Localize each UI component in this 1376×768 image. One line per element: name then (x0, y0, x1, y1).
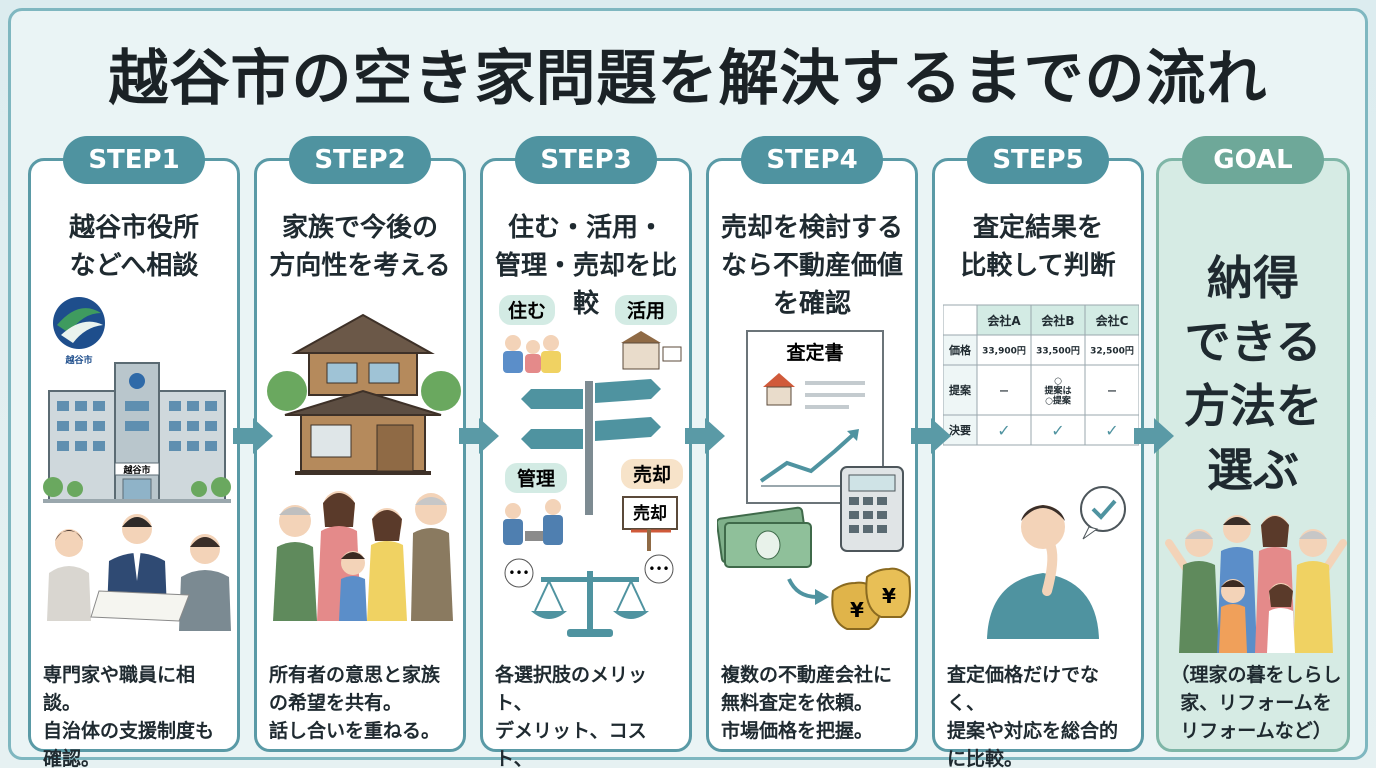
calculator-icon (840, 466, 904, 552)
table-cell: ○提案は○提案 (1044, 377, 1071, 407)
arrow-right-icon (459, 418, 499, 454)
table-cell: — (1108, 386, 1117, 396)
table-cell: 33,500円 (1036, 345, 1080, 356)
city-hall-consultation-illustration: 越谷市 越谷市 (43, 297, 231, 631)
table-cell: 33,900円 (982, 345, 1026, 356)
appraisal-illustration: 査定書 ¥ (717, 330, 911, 630)
table-cell: — (1000, 386, 1009, 396)
option-manage-badge: 管理 (505, 463, 567, 493)
svg-text:管理: 管理 (517, 467, 555, 490)
step5-description: 査定価格だけでなく、 提案や対応を総合的 に比較。 (947, 664, 1119, 768)
step4-heading: 売却を検討する なら不動産価値 を確認 (720, 213, 903, 319)
family-group-icon (273, 491, 453, 621)
japanese-house-icon (267, 313, 461, 475)
option-live-badge: 住む (499, 295, 555, 325)
table-cell: 32,500円 (1090, 345, 1134, 356)
cash-bills-icon (717, 506, 812, 568)
table-header-cell: 会社A (987, 313, 1021, 328)
page-title: 越谷市の空き家問題を解決するまでの流れ (108, 44, 1268, 114)
table-row-label: 決要 (949, 423, 971, 437)
step1-card: 越谷市役所 などへ相談 越谷市 越谷市 (28, 158, 240, 768)
signpost-icon (521, 379, 661, 515)
step2-card: 家族で今後の 方向性を考える 所有者の意思と家族 の希望を共有。 (254, 158, 466, 752)
table-header-cell: 会社B (1041, 313, 1074, 328)
speech-bubble-check-icon (1080, 486, 1126, 540)
step4-description: 複数の不動産会社に 無料査定を依頼。 市場価格を把握。 (721, 664, 893, 742)
arrow-to-money-icon (787, 578, 829, 605)
svg-text:越谷市: 越谷市 (64, 354, 92, 366)
svg-text:活用: 活用 (627, 299, 665, 322)
balance-scale-icon: ••• ••• (504, 554, 674, 637)
step4-label: STEP4 (741, 136, 883, 184)
table-cell: ✓ (997, 421, 1010, 440)
goal-card: 納得 できる 方法を 選ぶ （理家の暮をしらし 家、リフォームを リフォームなど… (1156, 158, 1350, 752)
arrow-right-icon (911, 418, 951, 454)
family-house-illustration (267, 313, 461, 621)
workers-icon (503, 499, 563, 545)
step5-card: 査定結果を 比較して判断 会社A 会社B 会社C 価格 33,900円 33,500円 32… (932, 158, 1144, 768)
happy-family-icon (1165, 515, 1347, 653)
step3-card: 住む・活用・ 管理・売却を比較 住む 活用 管理 (480, 158, 692, 768)
step2-heading: 家族で今後の 方向性を考える (269, 213, 451, 281)
step4-card: 売却を検討する なら不動産価値 を確認 査定書 (706, 158, 918, 752)
consultation-people-icon (47, 514, 231, 631)
yen-money-bags-icon: ¥ ¥ (831, 567, 911, 630)
for-sale-sign-icon: 売却 (622, 496, 678, 551)
table-cell: ✓ (1051, 421, 1064, 440)
table-row-label: 価格 (948, 343, 972, 357)
step3-heading: 住む・活用・ 管理・売却を比較 (494, 213, 677, 319)
arrow-right-icon (685, 418, 725, 454)
table-header-cell: 会社C (1096, 313, 1129, 328)
step5-label: STEP5 (967, 136, 1109, 184)
svg-text:¥: ¥ (882, 584, 896, 608)
table-cell: ✓ (1105, 421, 1118, 440)
svg-text:¥: ¥ (850, 598, 864, 622)
option-use-badge: 活用 (615, 295, 677, 325)
svg-text:売却: 売却 (633, 503, 667, 524)
family-small-icon (503, 335, 561, 373)
table-row-label: 提案 (949, 383, 972, 397)
step1-label: STEP1 (63, 136, 205, 184)
city-emblem-icon: 越谷市 (53, 297, 105, 366)
svg-text:売却: 売却 (633, 463, 671, 486)
goal-description: （理家の暮をしらし 家、リフォームを リフォームなど） (1170, 664, 1342, 742)
step5-heading: 査定結果を 比較して判断 (960, 213, 1116, 281)
step1-description: 専門家や職員に相談。 自治体の支援制度も 確認。 (43, 664, 215, 768)
city-hall-building-icon: 越谷市 (43, 362, 231, 503)
arrow-right-icon (233, 418, 273, 454)
goal-label: GOAL (1182, 136, 1324, 184)
shop-building-icon (621, 331, 682, 370)
options-comparison-illustration: 住む 活用 管理 売却 (499, 295, 683, 637)
svg-text:住む: 住む (508, 299, 546, 322)
svg-text:•••: ••• (508, 566, 529, 580)
step2-description: 所有者の意思と家族 の希望を共有。 話し合いを重ねる。 (269, 664, 441, 742)
thinking-person-icon (987, 505, 1099, 639)
step3-description: 各選択肢のメリット、 デメリット、コスト、 手間を検討。 (495, 664, 648, 768)
arrow-right-icon (1134, 418, 1174, 454)
step1-heading: 越谷市役所 などへ相談 (68, 213, 199, 281)
step2-label: STEP2 (289, 136, 431, 184)
svg-text:査定書: 査定書 (785, 341, 843, 364)
goal-statement: 納得 できる 方法を 選ぶ (1184, 251, 1322, 497)
option-sell-badge: 売却 (621, 459, 683, 489)
step3-label: STEP3 (515, 136, 657, 184)
happy-family-illustration (1165, 515, 1347, 653)
svg-text:越谷市: 越谷市 (122, 464, 150, 476)
svg-text:•••: ••• (648, 562, 669, 576)
